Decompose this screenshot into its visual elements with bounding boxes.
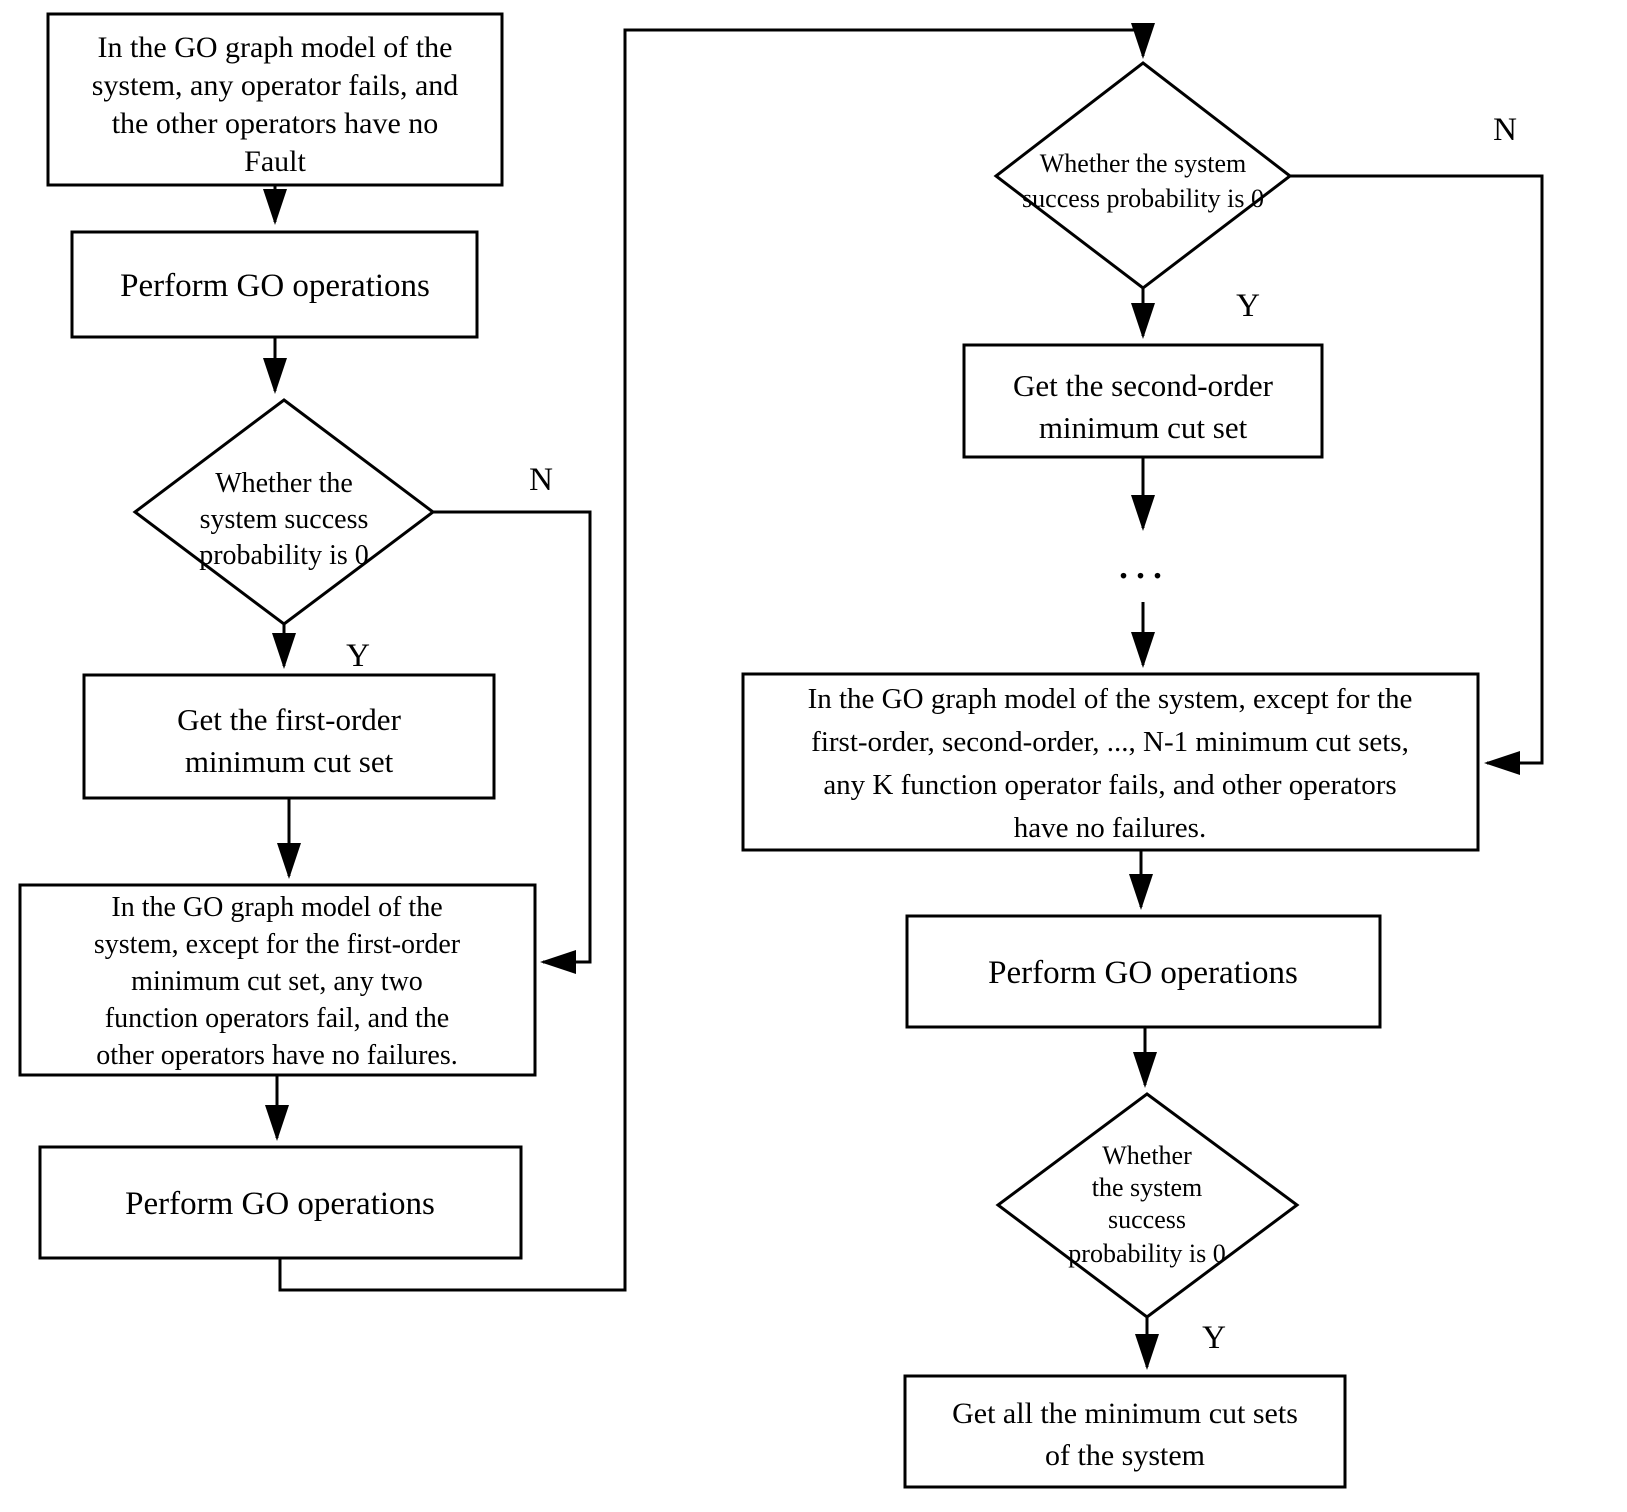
perform-go-2-box [38,1145,523,1260]
decision-3-line2: the system [1092,1173,1203,1202]
start-box-line2: system, any operator fails, and [92,69,459,102]
perform-go-2-label: Perform GO operations [125,1186,435,1222]
decision-1-line3: probability is 0 [199,540,369,571]
all-cut-sets-line2: of the system [1045,1439,1205,1472]
first-order-line1: Get the first-order [177,702,401,737]
except-n-line2: first-order, second-order, ..., N-1 mini… [811,726,1409,758]
all-cut-sets-line1: Get all the minimum cut sets [952,1397,1298,1430]
decision-2-no-label: N [1493,112,1517,148]
except-first-line2: system, except for the first-order [94,929,461,960]
perform-go-1-label: Perform GO operations [120,268,430,304]
decision-1-diamond [132,398,436,626]
perform-go-3-label: Perform GO operations [988,955,1298,991]
arrow-perform2-to-decision2 [278,23,1155,1292]
except-n-minus-1-box [741,672,1480,852]
decision-2-line2: success probability is 0 [1022,184,1264,213]
decision-2-line1: Whether the system [1040,149,1247,178]
second-order-line1: Get the second-order [1013,368,1274,403]
except-first-line4: function operators fail, and the [105,1003,449,1034]
decision-2-yes-label: Y [1236,288,1260,324]
ellipsis-text: ... [1118,536,1169,589]
except-n-line3: any K function operator fails, and other… [823,769,1396,801]
decision-3-line3: success [1108,1205,1186,1234]
decision-1-yes-label: Y [346,638,370,674]
except-first-line5: other operators have no failures. [96,1040,458,1071]
decision-3-yes-label: Y [1202,1320,1226,1356]
decision-3-line4: probability is 0 [1068,1239,1225,1268]
arrow-decision2-no-to-except-n [1290,174,1544,775]
except-first-line3: minimum cut set, any two [131,966,423,997]
except-n-line4: have no failures. [1014,812,1206,844]
decision-1-no-label: N [529,462,553,498]
decision-3-line1: Whether [1102,1141,1192,1170]
decision-2-diamond [993,61,1293,290]
perform-go-1-box [70,230,479,339]
decision-1-line1: Whether the [215,468,353,499]
second-order-cut-set-box [962,343,1324,459]
decision-3-diamond [995,1092,1300,1319]
start-box-line1: In the GO graph model of the [98,31,453,64]
except-first-order-box [18,883,537,1077]
start-box-line4: Fault [244,145,306,178]
second-order-line2: minimum cut set [1039,410,1248,445]
first-order-cut-set-box [82,673,496,800]
first-order-line2: minimum cut set [185,744,394,779]
except-first-line1: In the GO graph model of the [111,892,442,923]
arrow-decision1-no-to-except-first [433,510,592,974]
decision-1-line2: system success [200,504,369,535]
except-n-line1: In the GO graph model of the system, exc… [808,683,1413,715]
start-box [46,12,504,187]
start-box-line3: the other operators have no [112,107,439,140]
perform-go-3-box [905,914,1382,1029]
all-cut-sets-box [903,1374,1347,1489]
